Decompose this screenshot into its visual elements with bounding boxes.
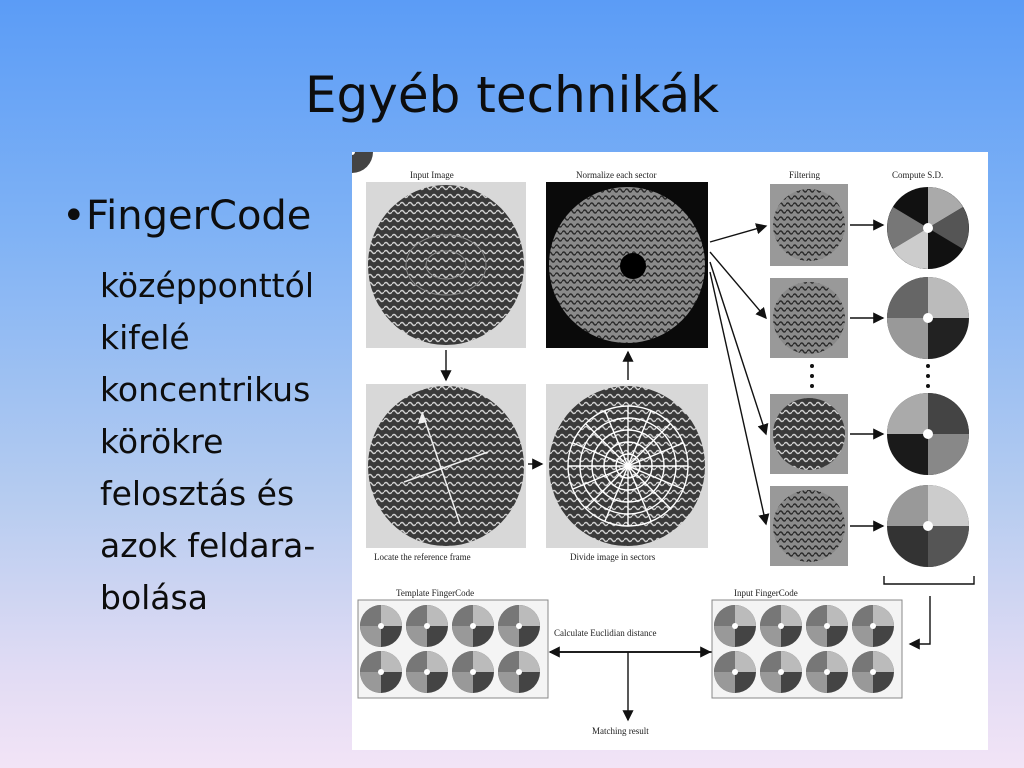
- label-compute-sd: Compute S.D.: [892, 170, 944, 180]
- bullet-item: •FingerCode: [62, 193, 311, 239]
- bullet-label: FingerCode: [86, 193, 312, 239]
- label-divide-sectors: Divide image in sectors: [570, 552, 656, 562]
- body-line: azok feldara-: [100, 526, 316, 565]
- body-line: felosztás és: [100, 474, 295, 513]
- body-line: középponttól: [100, 266, 314, 305]
- label-input-fingercode: Input FingerCode: [734, 588, 798, 598]
- body-line: bolása: [100, 578, 208, 617]
- label-input-image: Input Image: [410, 170, 454, 180]
- bullet-dot: •: [62, 193, 86, 239]
- sd-discs: [887, 187, 969, 567]
- ellipsis-dots: [810, 364, 930, 388]
- body-line: kifelé: [100, 318, 190, 357]
- input-fingercode-grid: [711, 599, 903, 699]
- sectored-fingerprint: [546, 384, 708, 548]
- label-euclidian-distance: Calculate Euclidian distance: [554, 628, 657, 638]
- fingercode-diagram: Input Image Normalize each sector Filter…: [352, 152, 988, 750]
- diagram-graphics: [352, 152, 975, 722]
- label-matching-result: Matching result: [592, 726, 649, 736]
- flow-arrows: [440, 219, 975, 722]
- body-line: koncentrikus: [100, 370, 311, 409]
- body-line: körökre: [100, 422, 224, 461]
- slide-title: Egyéb technikák: [304, 66, 720, 124]
- bullet-body: középponttól kifelé koncentrikus körökre…: [100, 260, 315, 624]
- filtered-images: [770, 184, 848, 566]
- input-image-fingerprint: [366, 182, 526, 348]
- normalized-fingerprint: [546, 182, 708, 348]
- label-normalize: Normalize each sector: [576, 170, 657, 180]
- label-locate-reference: Locate the reference frame: [374, 552, 471, 562]
- reference-frame-fingerprint: [366, 384, 526, 548]
- label-filtering: Filtering: [789, 170, 820, 180]
- label-template-fingercode: Template FingerCode: [396, 588, 475, 598]
